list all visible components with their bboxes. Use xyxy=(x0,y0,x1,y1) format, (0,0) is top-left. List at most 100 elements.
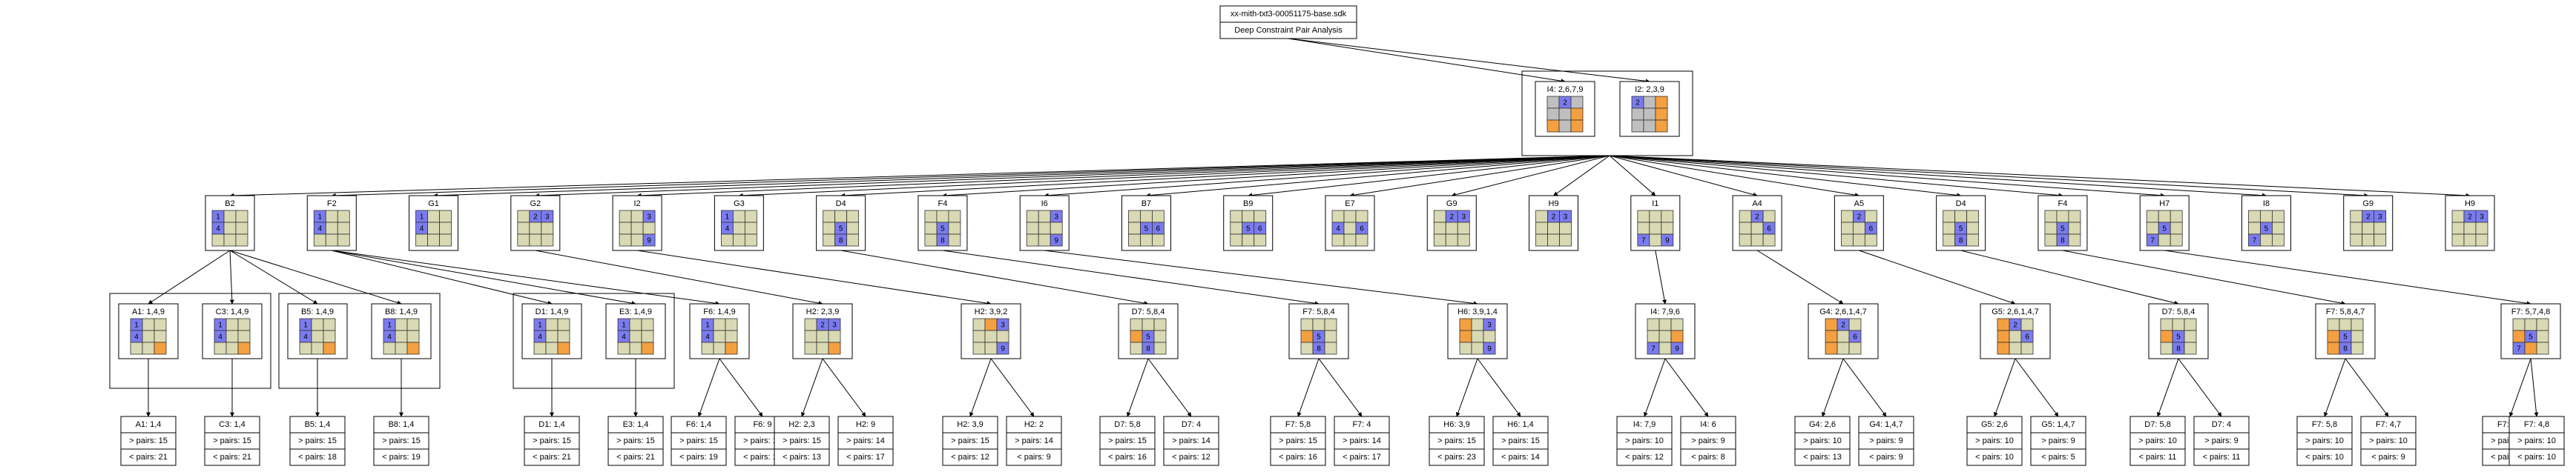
leaf-label: G5: 1,4,7 xyxy=(2041,420,2075,429)
grid-cell xyxy=(972,330,986,343)
cell-digit: 6 xyxy=(1767,225,1771,233)
cell-digit: 1 xyxy=(218,322,223,330)
leaf-box xyxy=(2360,416,2417,466)
cell-digit: 3 xyxy=(545,213,550,222)
edge-level1-level2 xyxy=(636,155,1610,198)
grid-cell xyxy=(557,330,570,343)
grid-cell xyxy=(1130,342,1143,355)
grid-cell xyxy=(1658,318,1672,331)
grid-cell xyxy=(1762,233,1776,247)
cell-digit: 4 xyxy=(134,333,139,342)
edge-root-level1 xyxy=(1288,38,1566,84)
grid-cell xyxy=(617,342,630,355)
edge-level2-level3 xyxy=(332,250,553,305)
level2-node-label: I1 xyxy=(1652,199,1658,208)
level3-node-label: H2: 2,3,9 xyxy=(806,308,840,316)
leaf-less-pairs: < pairs: 16 xyxy=(1279,453,1317,462)
level2-node-label: B7 xyxy=(1142,199,1151,208)
grid-cell xyxy=(1840,222,1854,235)
leaf-less-pairs: < pairs: 14 xyxy=(1501,453,1540,462)
level3-node: G4: 2,6,1,4,726 xyxy=(1808,303,1879,359)
cell-digit: 1 xyxy=(303,322,308,330)
grid-cell xyxy=(1038,222,1051,235)
grid-cell xyxy=(2339,318,2352,331)
edge-level2-level3 xyxy=(1655,250,1667,305)
cell-digit: 2 xyxy=(1635,99,1640,107)
leaf-less-pairs: < pairs: 9 xyxy=(2371,453,2405,462)
cell-digit: 5 xyxy=(2264,225,2269,233)
edge-level1-level2 xyxy=(432,155,1610,198)
grid-cell xyxy=(972,342,986,355)
grid-cell xyxy=(984,330,998,343)
edge-level1-level2 xyxy=(738,155,1610,198)
leaf-greater-pairs: > pairs: 14 xyxy=(1172,436,1210,445)
leaf-box xyxy=(204,416,260,466)
grid-cell xyxy=(619,210,632,223)
level3-node: D7: 5,8,458 xyxy=(1118,303,1179,359)
cell-digit: 7 xyxy=(2150,237,2155,245)
grid-cell xyxy=(823,210,836,223)
header-subtitle: Deep Constraint Pair Analysis xyxy=(1234,26,1343,35)
edge-level3-level4 xyxy=(1664,358,1709,417)
leaf-node: A1: 1,4> pairs: 15< pairs: 21 xyxy=(120,416,177,466)
grid-cell xyxy=(415,233,428,247)
grid-cell xyxy=(2350,222,2363,235)
grid-cell xyxy=(1459,342,1472,355)
cell-digit: 5 xyxy=(2162,225,2167,233)
grid-cell xyxy=(725,330,738,343)
leaf-box xyxy=(1492,416,1549,466)
grid-cell xyxy=(311,342,324,355)
grid-cell xyxy=(1825,330,1838,343)
leaf-label: F7: 5,8 xyxy=(1285,420,1311,429)
grid-cell xyxy=(517,210,530,223)
leaf-less-pairs: < pairs: 11 xyxy=(2203,453,2241,462)
grid-cell xyxy=(1230,233,1243,247)
grid-cell xyxy=(2362,222,2375,235)
grid-cell xyxy=(1943,210,1956,223)
level3-cluster xyxy=(109,293,271,389)
cell-digit: 5 xyxy=(941,225,945,233)
leaf-less-pairs: < pairs: 19 xyxy=(382,453,421,462)
edge-level1-level2 xyxy=(229,155,1610,198)
leaf-box xyxy=(1334,416,1390,466)
leaf-box xyxy=(1006,416,1062,466)
leaf-node: C3: 1,4> pairs: 15< pairs: 21 xyxy=(204,416,260,466)
grid-cell xyxy=(2272,233,2285,247)
grid-cell xyxy=(325,210,338,223)
cell-digit: 8 xyxy=(2343,345,2348,353)
grid-cell xyxy=(223,222,237,235)
grid-cell xyxy=(816,330,829,343)
grid-cell xyxy=(1050,233,1063,247)
edge-level3-level4 xyxy=(2324,358,2346,417)
cell-digit: 3 xyxy=(1487,322,1492,330)
grid-cell xyxy=(2158,210,2171,223)
leaf-box xyxy=(607,416,664,466)
grid-cell xyxy=(1631,119,1644,133)
grid-cell xyxy=(1670,318,1684,331)
cell-digit: 4 xyxy=(218,333,223,342)
grid-cell xyxy=(2160,342,2173,355)
leaf-label: G5: 2,6 xyxy=(1981,420,2008,429)
cell-digit: 4 xyxy=(317,225,322,233)
cell-digit: 3 xyxy=(647,213,651,222)
cell-digit: 3 xyxy=(832,322,837,330)
grid-cell xyxy=(2146,210,2159,223)
grid-cell xyxy=(223,210,237,223)
grid-cell xyxy=(337,233,350,247)
leaf-box xyxy=(2509,416,2565,466)
edge-level3-level4 xyxy=(1147,358,1192,417)
grid-cell xyxy=(1230,222,1243,235)
grid-cell xyxy=(1128,210,1141,223)
grid-cell xyxy=(2160,318,2173,331)
grid-cell xyxy=(1661,233,1674,247)
grid-cell xyxy=(1655,96,1668,109)
grid-cell xyxy=(1324,330,1337,343)
grid-cell xyxy=(2009,342,2022,355)
level3-node-label: D1: 1,4,9 xyxy=(536,308,569,316)
grid-cell xyxy=(1546,107,1560,121)
